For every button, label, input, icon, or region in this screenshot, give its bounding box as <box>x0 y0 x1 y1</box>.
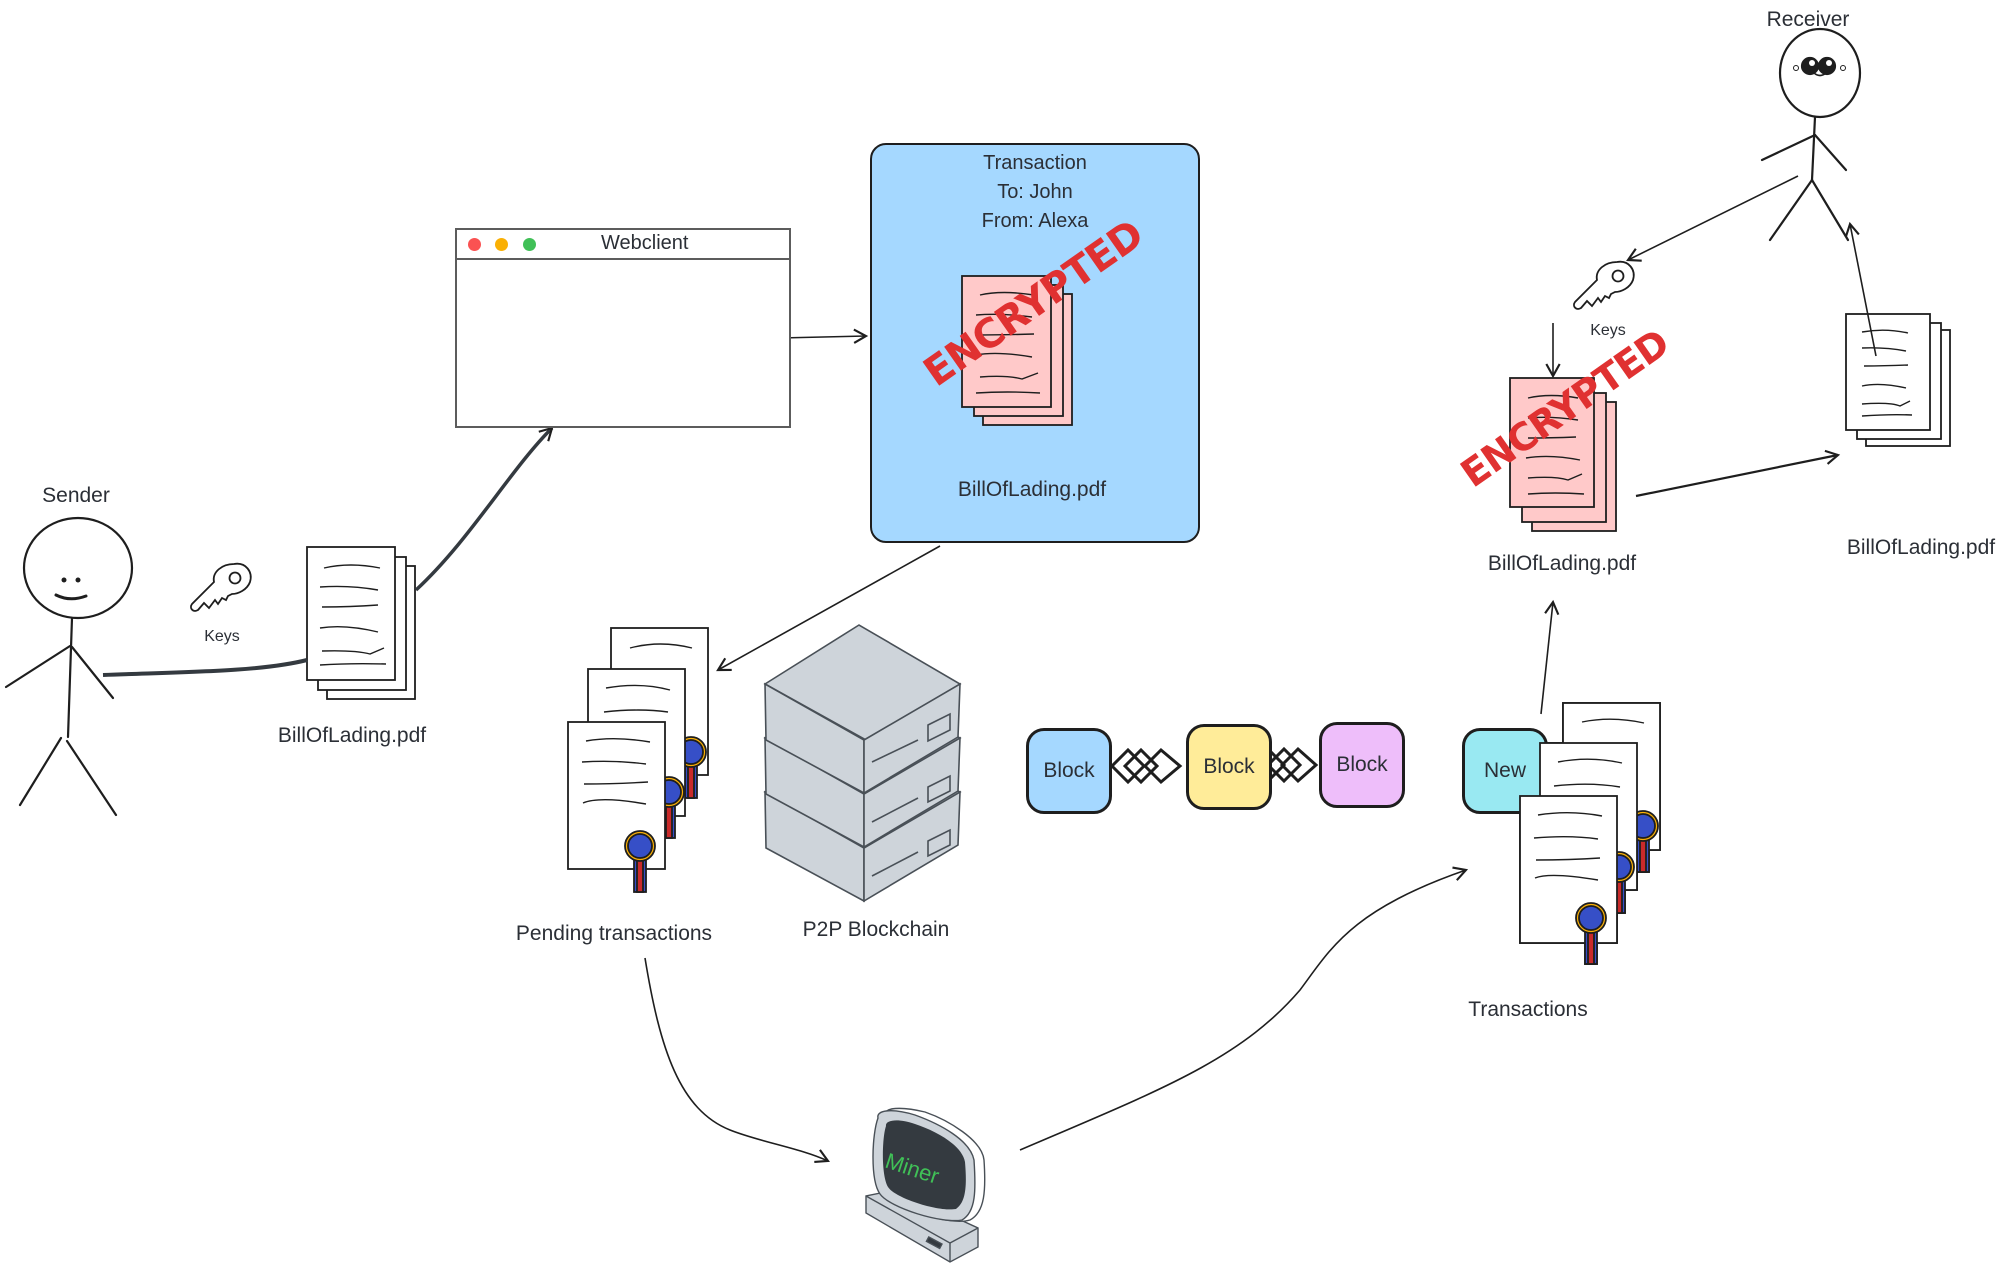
transaction-document-label[interactable]: BillOfLading.pdf <box>957 478 1107 501</box>
sender-to-document-connector <box>102 658 308 677</box>
chain-block-2[interactable]: Block <box>1186 724 1272 810</box>
transaction-encrypted-document-stack <box>961 275 1073 426</box>
miner-to-transactions-arrow <box>1019 866 1469 1151</box>
transaction-to: To: John <box>997 181 1073 203</box>
p2p-blockchain-label: P2P Blockchain <box>802 918 950 941</box>
webclient-to-transaction-arrow <box>779 328 869 344</box>
receiver-encrypted-document-label[interactable]: BillOfLading.pdf <box>1487 552 1637 575</box>
receiver-decrypted-document-label[interactable]: BillOfLading.pdf <box>1846 536 1996 559</box>
sender-figure <box>4 516 134 817</box>
decrypted-to-receiver-arrow <box>1844 221 1877 357</box>
sender-keys-label: Keys <box>204 628 240 645</box>
transaction-from: From: Alexa <box>981 210 1089 232</box>
pending-to-miner-arrow <box>644 957 830 1164</box>
new-block-to-receiver-arrow <box>1540 599 1560 715</box>
sender-document-label[interactable]: BillOfLading.pdf <box>277 724 427 747</box>
encrypted-to-decrypted-arrow <box>1635 449 1841 498</box>
receiver-to-key-arrow <box>1626 175 1799 262</box>
transaction-title: Transaction <box>983 152 1087 174</box>
sender-key-icon <box>190 562 252 612</box>
chain-block-1[interactable]: Block <box>1026 728 1112 814</box>
receiver-figure <box>1760 27 1862 242</box>
sender-label: Sender <box>42 484 110 507</box>
miner-computer-icon <box>865 1107 986 1263</box>
chain-link-1-2 <box>1109 747 1183 785</box>
window-close-dot <box>468 238 481 251</box>
receiver-encrypted-document-stack <box>1509 377 1617 532</box>
transaction-to-pending-arrow <box>716 545 941 672</box>
receiver-label: Receiver <box>1766 8 1850 31</box>
pending-transactions-label: Pending transactions <box>515 922 713 945</box>
window-maximize-dot <box>523 238 536 251</box>
webclient-window[interactable]: Webclient <box>455 228 791 428</box>
transaction-box[interactable]: Transaction To: John From: Alexa ENCRYPT… <box>870 143 1200 543</box>
transactions-label: Transactions <box>1468 998 1588 1021</box>
chain-block-new[interactable]: New <box>1462 728 1548 814</box>
transaction-header: Transaction To: John From: Alexa <box>872 149 1198 236</box>
receiver-decrypted-document-stack <box>1845 313 1951 447</box>
p2p-server-icon <box>763 624 962 903</box>
receiver-keys-label: Keys <box>1590 322 1626 339</box>
receiver-key-icon <box>1573 260 1635 310</box>
chain-block-3[interactable]: Block <box>1319 722 1405 808</box>
document-to-webclient-arrow <box>414 426 554 592</box>
sender-document-stack <box>306 546 416 700</box>
window-minimize-dot <box>495 238 508 251</box>
pending-transactions-stack <box>567 627 709 893</box>
webclient-title-bar: Webclient <box>457 230 789 260</box>
webclient-title: Webclient <box>601 232 689 254</box>
